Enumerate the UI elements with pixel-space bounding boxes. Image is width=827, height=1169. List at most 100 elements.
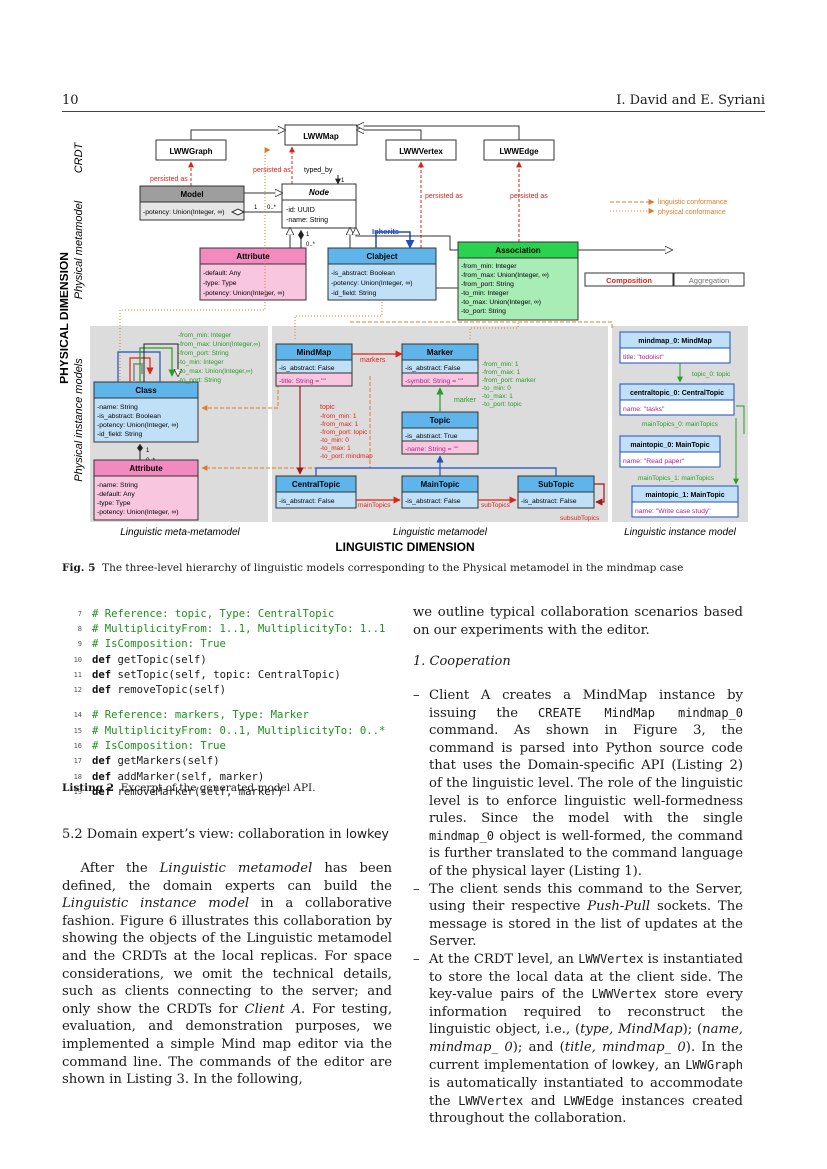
marker-assoc-5: -to_max: 1 — [482, 393, 513, 400]
code-line-number: 16 — [73, 742, 82, 751]
attribute-attr-1: -default: Any — [203, 270, 241, 277]
code-listing: 7# Reference: topic, Type: CentralTopic 8… — [62, 606, 402, 800]
attribute2-attr-1: -name: String — [97, 482, 138, 489]
class-class: Class -name: String -is_abstract: Boolea… — [93, 381, 199, 443]
phys-conf-up — [264, 147, 271, 306]
crdt-label: CRDT — [73, 141, 85, 173]
persisted-as-2: persisted as — [253, 167, 291, 174]
code-text: getMarkers(self) — [111, 755, 220, 768]
attribute-attr-3: -potency: Union(Integer, ∞) — [203, 290, 285, 297]
physical-instance-label: Physical instance models — [73, 358, 85, 482]
topic-assoc-6: -to_port: mindmap — [320, 453, 373, 460]
centraltopic-class: CentralTopic -is_abstract: False — [275, 475, 357, 509]
ling-meta-metamodel-label: Linguistic meta-metamodel — [120, 527, 240, 538]
inherit-assoc-node — [356, 228, 458, 251]
marker-title: Marker — [427, 348, 453, 357]
code-gap — [62, 698, 402, 708]
aggregation-class: Aggregation — [673, 272, 745, 287]
legend-linguistic-text: linguistic conformance — [658, 199, 727, 206]
attribute-attr-2: -type: Type — [203, 280, 237, 287]
code-comment: # IsComposition: True — [92, 740, 226, 753]
assoc-attr-3: -from_port: String — [461, 281, 514, 288]
figure-hierarchy-diagram: CRDT Physical metamodel Physical instanc… — [60, 118, 748, 554]
central-title: CentralTopic — [292, 480, 341, 489]
legend-physical-text: physical conformance — [658, 209, 726, 216]
class-attr-4: -id_field: String — [97, 431, 143, 438]
topic-attr-1: -is_abstract: True — [405, 433, 458, 440]
marker-assoc-2: -from_max: 1 — [482, 369, 521, 376]
bullet-item-2: The client sends this command to the Ser… — [413, 881, 743, 951]
figure-caption-text: The three-level hierarchy of linguistic … — [102, 562, 684, 574]
mindmap-title: MindMap — [297, 348, 332, 357]
phys-conf-clabject — [294, 302, 383, 340]
code-line: 14 # Reference: markers, Type: Marker — [62, 708, 402, 723]
code-keyword: def — [92, 770, 112, 783]
lp-4: . For testing, evaluation, and demonstra… — [62, 1001, 393, 1088]
ling-instance-label: Linguistic instance model — [624, 527, 737, 538]
lp-i2: Linguistic instance model — [62, 896, 250, 912]
code-line-number: 14 — [73, 711, 82, 720]
topic-assoc-5: -to_max: 1 — [320, 445, 351, 452]
inherit-graph-map — [190, 130, 285, 140]
persisted-as-3: persisted as — [425, 193, 463, 200]
code-line: 7# Reference: topic, Type: CentralTopic — [62, 606, 402, 621]
code-comment: # Reference: markers, Type: Marker — [92, 709, 309, 722]
class-loop-black — [143, 343, 178, 382]
assoc-attr-4: -to_min: Integer — [461, 290, 509, 297]
clabject-attr-3: -id_field: String — [331, 290, 377, 297]
model-title: Model — [180, 190, 203, 199]
code-keyword: def — [92, 684, 112, 697]
topic-inherit-bar — [315, 467, 557, 476]
topic-assoc-1: -from_min: 1 — [320, 413, 357, 420]
topic-title: Topic — [430, 416, 451, 425]
class-attr-3: -potency: Union(Integer, ∞) — [97, 422, 179, 429]
code-keyword: def — [92, 668, 112, 681]
main-title: MainTopic — [421, 480, 461, 489]
sub-attr: -is_abstract: False — [521, 498, 577, 505]
code-text: getTopic(self) — [111, 653, 207, 666]
mm-assoc-5: -to_max: Union(Integer,∞) — [178, 368, 253, 375]
lp-3: in a collaborative fashion. Figure 6 ill… — [62, 896, 392, 1017]
marker-attr-2: -symbol: String = "" — [405, 378, 463, 385]
class-loop-blue — [117, 351, 161, 382]
composition-class: Composition — [584, 272, 674, 287]
mindmap-attr-2: -title: String = "" — [279, 378, 327, 385]
inst-central-attr: name: "tasks" — [623, 406, 665, 413]
code-comment: # Reference: topic, Type: CentralTopic — [92, 607, 335, 620]
mm-assoc-6: -to_port: String — [178, 377, 221, 384]
inst-link-1-label: topic_0: topic — [692, 371, 731, 378]
attribute2-class: Attribute -name: String -default: Any -t… — [93, 459, 199, 521]
inst-main1-attr: name: "Write case study" — [635, 508, 711, 515]
ling-metamodel-label: Linguistic metamodel — [393, 527, 488, 538]
code-comment: # IsComposition: True — [92, 638, 226, 651]
listing-caption-label: Listing 2 — [62, 782, 115, 794]
composition-title: Composition — [606, 276, 652, 285]
code-keyword: def — [92, 755, 112, 768]
code-line: 15# MultiplicityFrom: 0..1, Multiplicity… — [62, 723, 402, 738]
code-text: setTopic(self, topic: CentralTopic) — [111, 668, 341, 681]
inst-main1-title: maintopic_1: MainTopic — [645, 492, 724, 499]
assoc-attr-5: -to_max: Union(Integer, ∞) — [461, 299, 541, 306]
lp-2: has been defined, the domain experts can… — [62, 861, 392, 894]
code-text: addMarker(self, marker) — [111, 770, 265, 783]
attribute-title: Attribute — [236, 252, 270, 261]
mindmap-class: MindMap -is_abstract: False -title: Stri… — [275, 343, 353, 387]
lwwedge-title: LWWEdge — [499, 147, 539, 156]
association-class: Association -from_min: Integer -from_max… — [457, 241, 579, 321]
lwwedge-box: LWWEdge — [483, 139, 555, 161]
subtopic-class: SubTopic -is_abstract: False — [517, 475, 595, 509]
attribute2-attr-2: -default: Any — [97, 491, 135, 498]
ling-conf-class — [201, 378, 279, 411]
code-line: 9# IsComposition: True — [62, 637, 402, 652]
agg-mult-0n: 0..* — [267, 205, 277, 211]
inst-link-2-line — [736, 405, 745, 434]
class-attr-2: -is_abstract: Boolean — [97, 413, 161, 420]
inst-central-title: centraltopic_0: CentralTopic — [630, 390, 724, 397]
phys-conf-assoc — [469, 320, 519, 340]
sub-title: SubTopic — [538, 480, 574, 489]
code-line-number: 8 — [77, 624, 82, 633]
